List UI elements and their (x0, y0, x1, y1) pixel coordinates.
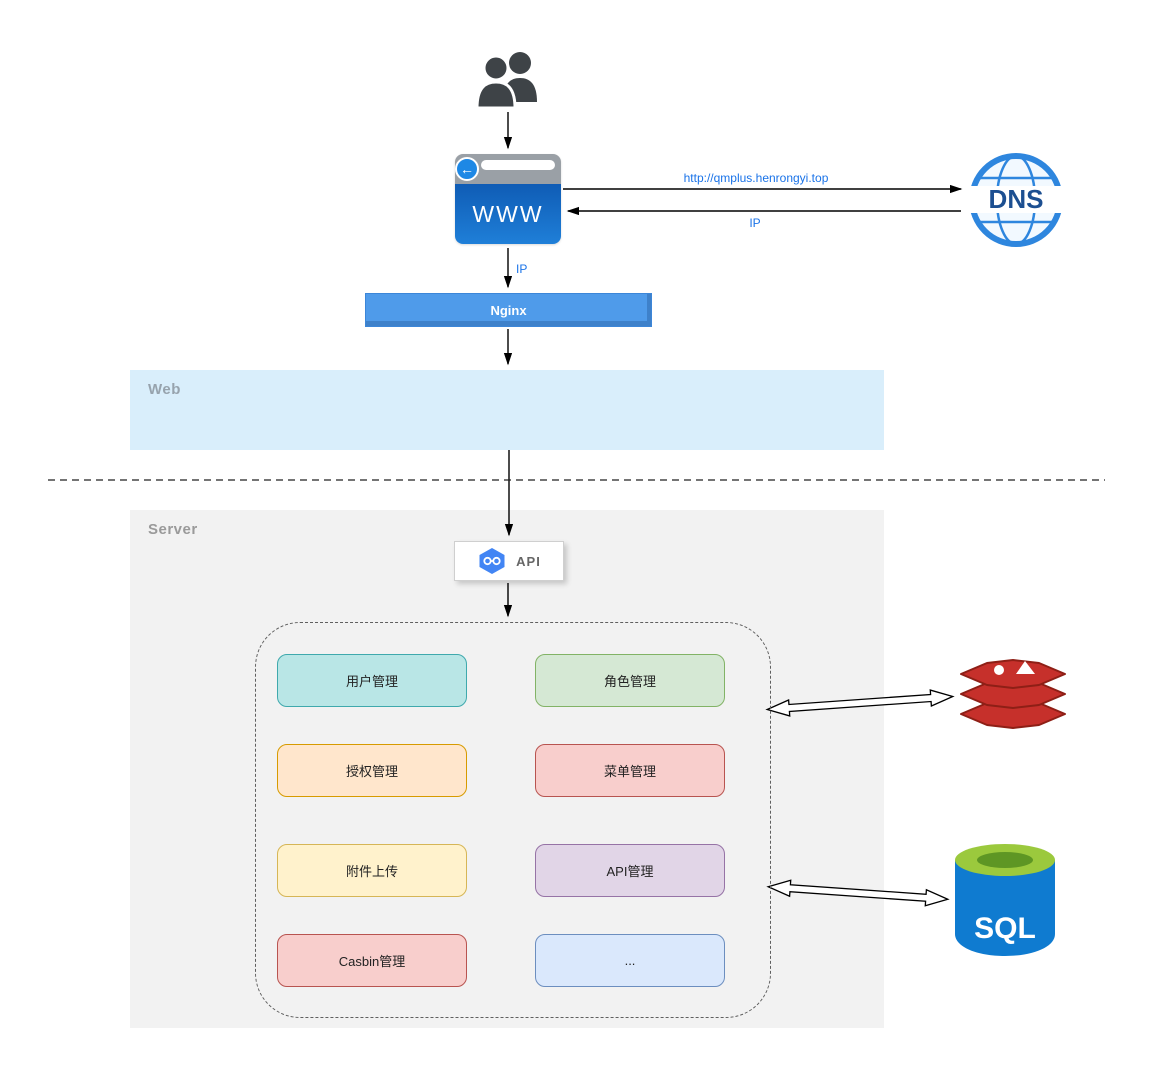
nginx-node: Nginx (365, 293, 652, 327)
module-more: ... (535, 934, 725, 987)
module-label: Casbin管理 (338, 954, 406, 969)
api-label: API (516, 553, 541, 569)
module-role-management: 角色管理 (535, 654, 725, 707)
dns-return-ip-label: IP (749, 216, 761, 230)
browser-address-bar (481, 160, 555, 170)
browser-nginx-ip-label: IP (516, 262, 528, 276)
nginx-label: Nginx (490, 302, 527, 318)
module-label: 附件上传 (345, 864, 398, 879)
module-api-management: API管理 (535, 844, 725, 897)
module-user-management: 用户管理 (277, 654, 467, 707)
module-label: 用户管理 (345, 674, 398, 689)
web-zone-label: Web (148, 381, 181, 398)
sql-database-icon: SQL (955, 844, 1055, 956)
sql-label: SQL (974, 912, 1036, 945)
module-casbin-management: Casbin管理 (277, 934, 467, 987)
module-menu-management: 菜单管理 (535, 744, 725, 797)
browser-body: WWW (455, 184, 561, 244)
dns-request-url-label: http://qmplus.henrongyi.top (683, 171, 829, 185)
module-label: 菜单管理 (603, 764, 656, 779)
modules-container (255, 622, 771, 1018)
module-label: API管理 (606, 864, 654, 879)
browser-www-label: WWW (472, 200, 544, 227)
server-zone-label: Server (148, 521, 198, 538)
web-zone: Web (130, 370, 884, 450)
browser-node: WWW ← (455, 154, 561, 244)
api-node: API (454, 541, 564, 581)
users-icon (476, 52, 537, 110)
dns-globe-icon: DNS (966, 153, 1066, 247)
module-auth-management: 授权管理 (277, 744, 467, 797)
module-attachment-upload: 附件上传 (277, 844, 467, 897)
dns-label: DNS (989, 184, 1044, 214)
module-label: 角色管理 (603, 674, 656, 689)
module-label: ... (624, 953, 636, 968)
browser-back-icon: ← (455, 157, 479, 181)
redis-database-icon (960, 659, 1066, 729)
api-hexagon-icon (479, 548, 505, 574)
module-label: 授权管理 (345, 764, 398, 779)
